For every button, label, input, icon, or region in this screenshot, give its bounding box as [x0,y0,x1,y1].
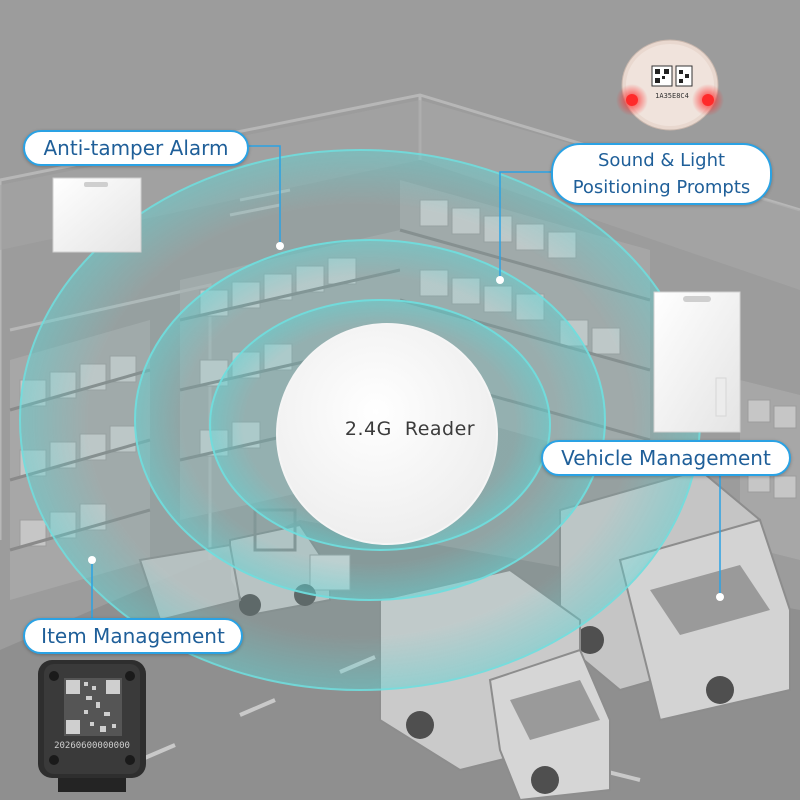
vehicle-tag-image [653,291,741,433]
reader-device [276,323,498,545]
anti-tamper-alarm-text: Anti-tamper Alarm [43,136,229,160]
sound-light-tag-image: 1A35E8C4 [616,39,724,131]
item-tag-image: 20260600000000 [38,660,146,792]
anti-tamper-tag-image [52,177,142,253]
item-management-text: Item Management [41,624,225,648]
connector-lines [91,145,721,618]
tag-code-text: 1A35E8C4 [655,92,689,100]
sound-light-positioning-label: Sound & Light Positioning Prompts [551,143,772,205]
item-management-label: Item Management [23,618,243,654]
vehicle-management-label: Vehicle Management [541,440,791,476]
sound-light-text-line1: Sound & Light [597,150,726,171]
item-tag-serial-text: 20260600000000 [54,741,130,751]
anti-tamper-alarm-label: Anti-tamper Alarm [23,130,249,166]
qr-code-icon [66,680,120,734]
reader-label: 2.4G Reader [344,418,476,440]
vehicle-management-text: Vehicle Management [561,446,771,470]
connector-dots [88,242,724,601]
sound-light-text-line2: Positioning Prompts [572,177,751,198]
